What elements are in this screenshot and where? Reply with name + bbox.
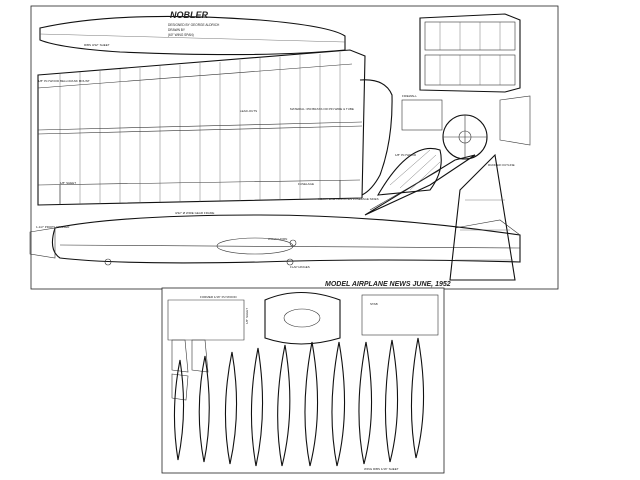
leadouts-label: LEAD-OUTS <box>240 109 257 113</box>
fuselage-side-view <box>29 214 521 266</box>
elevator-plan <box>419 13 521 93</box>
plan-caption: MODEL AIRPLANE NEWS JUNE, 1952 <box>325 281 451 288</box>
wing-plan-view <box>37 49 366 206</box>
stab-label: STAB <box>370 302 378 306</box>
stab-outline <box>449 153 516 281</box>
rudder-view <box>364 148 476 216</box>
former-label: FORMER 1/16" PLYWOOD <box>200 295 238 299</box>
wing-ribs-label: WING RIBS 1/16" SHEET <box>364 467 399 471</box>
spinner-label: 1-1/2" PROPS SPINNER <box>36 225 70 229</box>
sheet2-border <box>161 287 445 474</box>
rib-note: RIBS 3/32" SHEET <box>84 43 110 47</box>
wing-ribs <box>173 337 425 467</box>
bellcrank-detail: FIREWALL 1/8" PLYWOOD RUDDER OUTLINE <box>395 94 531 167</box>
credit-line-2: DRAWN BY <box>168 28 186 32</box>
fuselage-label: FUSELAGE <box>298 182 314 186</box>
fuselage-top-view <box>39 15 346 56</box>
credit-line-1: DESIGNED BY GEORGE ALDRICH <box>168 23 220 27</box>
heavy-line-label: HEAVY LINE INDICATES FUSELAGE SIDES <box>318 197 379 201</box>
rudder-outline-label: RUDDER OUTLINE <box>488 163 515 167</box>
plan-sheet-1: NOBLER DESIGNED BY GEORGE ALDRICH DRAWN … <box>29 5 559 290</box>
plywood-bellcrank-label: 1/8" PLYWOOD BELLCRANK MOUNT <box>38 79 90 83</box>
flap-hinges-label: FLAP HINGES <box>290 265 310 269</box>
firewall-label: FIREWALL <box>402 94 417 98</box>
wire-gear-label: 3/32" Ø WIRE GEAR FRAME <box>175 211 214 215</box>
wing-tip-profile <box>359 79 393 196</box>
wood-horn-label: WOOD HORN <box>268 237 287 241</box>
plan-title: NOBLER <box>170 10 209 20</box>
plan-sheet-2: FORMER 1/16" PLYWOOD STAB 1/8" SHEET WIN… <box>161 287 445 474</box>
cowl-label: 1/8" SHEET <box>245 308 249 324</box>
material-label: MATERIAL: 050 BRASS OR PIN WIRE & TUBE <box>290 107 354 111</box>
sheet-label: 1/8" SHEET <box>60 181 76 185</box>
ply-1-8-label: 1/8" PLYWOOD <box>395 153 417 157</box>
credit-line-3: (60" WING SPAN) <box>168 33 194 37</box>
former-parts <box>171 339 209 401</box>
